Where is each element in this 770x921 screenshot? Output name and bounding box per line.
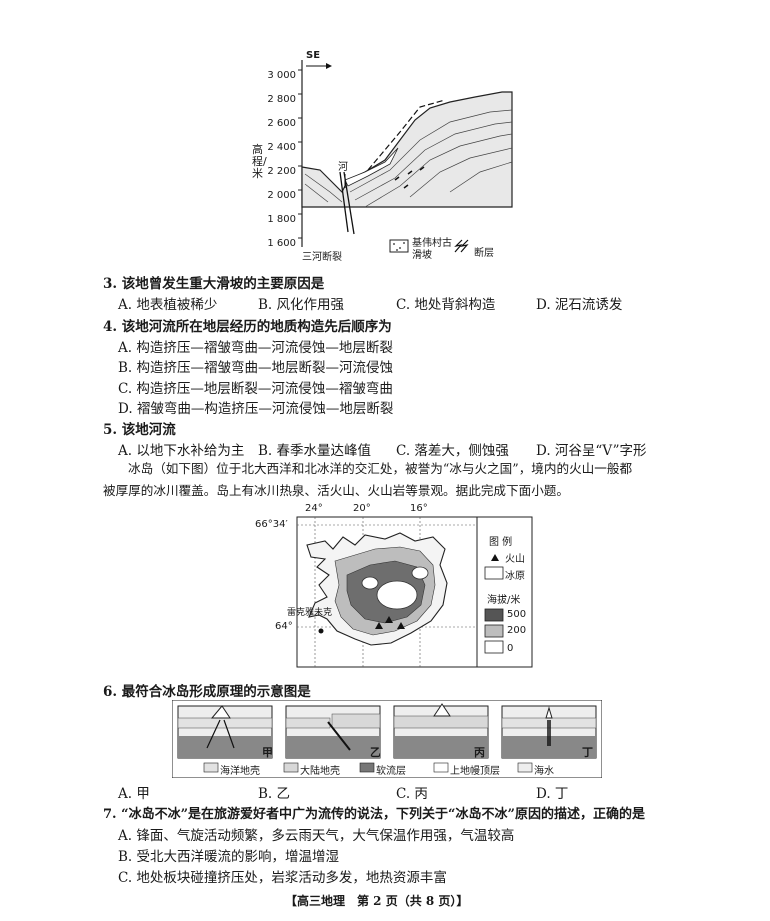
question-6-stem: 6. 最符合冰岛形成原理的示意图是 xyxy=(103,684,311,700)
q5-option-d[interactable]: D. 河谷呈“V”字形 xyxy=(536,443,647,459)
y-tick: 1 800 xyxy=(267,214,296,225)
legend-upper-mantle: 上地幔顶层 xyxy=(450,766,500,777)
legend-ice-label: 冰原 xyxy=(505,571,525,582)
legend-0: 0 xyxy=(507,643,514,654)
y-tick: 1 600 xyxy=(267,238,296,249)
panel-label-jia: 甲 xyxy=(262,746,273,759)
lon-label-20: 20° xyxy=(353,503,371,514)
cross-section-svg xyxy=(298,60,513,253)
q4-option-d[interactable]: D. 褶皱弯曲—构造挤压—河流侵蚀—地层断裂 xyxy=(118,401,394,417)
q3-option-c[interactable]: C. 地处背斜构造 xyxy=(396,297,496,313)
q5-option-a[interactable]: A. 以地下水补给为主 xyxy=(118,443,245,459)
y-tick: 2 800 xyxy=(267,94,296,105)
panel-ding xyxy=(501,705,597,759)
y-axis-label: 高程/米 xyxy=(252,143,267,180)
lon-label-16: 16° xyxy=(410,503,428,514)
q6-option-a[interactable]: A. 甲 xyxy=(118,786,150,802)
legend-landslide-label: 基伟村古滑坡 xyxy=(412,238,452,261)
lat-label-bottom: 64° xyxy=(275,621,293,632)
legend-oceanic-crust: 海洋地壳 xyxy=(220,766,260,777)
q4-option-b[interactable]: B. 构造挤压—褶皱弯曲—地层断裂—河流侵蚀 xyxy=(118,360,394,376)
y-tick: 2 000 xyxy=(267,190,296,201)
q4-option-c[interactable]: C. 构造挤压—地层断裂—河流侵蚀—褶皱弯曲 xyxy=(118,381,393,397)
q4-option-a[interactable]: A. 构造挤压—褶皱弯曲—河流侵蚀—地层断裂 xyxy=(118,340,393,356)
q6-diagrams-svg xyxy=(171,699,603,779)
q5-option-b[interactable]: B. 春季水量达峰值 xyxy=(258,443,372,459)
orientation-label: SE xyxy=(306,50,321,61)
q6-option-c[interactable]: C. 丙 xyxy=(396,786,428,802)
question-7-stem: 7. “冰岛不冰”是在旅游爱好者中广为流传的说法，下列关于“冰岛不冰”原因的描述… xyxy=(103,807,646,822)
y-tick: 2 600 xyxy=(267,118,296,129)
legend-elevation-title: 海拔/米 xyxy=(487,595,521,606)
cross-section-figure: SE 3 000 2 800 2 600 2 400 2 200 2 000 1… xyxy=(250,50,520,270)
panel-label-yi: 乙 xyxy=(370,746,381,759)
panel-label-bing: 丙 xyxy=(474,746,485,759)
question-4-stem: 4. 该地河流所在地层经历的地质构造先后顺序为 xyxy=(103,319,392,335)
map-legend-title: 图 例 xyxy=(489,537,513,548)
panel-yi xyxy=(285,705,381,759)
question-5-stem: 5. 该地河流 xyxy=(103,422,176,438)
q3-option-a[interactable]: A. 地表植被稀少 xyxy=(118,297,218,313)
q6-option-b[interactable]: B. 乙 xyxy=(258,786,291,802)
q5-option-c[interactable]: C. 落差大，侧蚀强 xyxy=(396,443,509,459)
panel-jia xyxy=(177,705,273,759)
river-label: 河 xyxy=(338,162,348,173)
page-footer: 【高三地理 第 2 页（共 8 页）】 xyxy=(285,894,469,908)
y-tick: 3 000 xyxy=(267,70,296,81)
legend-200: 200 xyxy=(507,625,527,636)
passage-line-1: 冰岛（如下图）位于北大西洋和北冰洋的交汇处，被誉为“冰与火之国”，境内的火山一般… xyxy=(128,461,633,476)
legend-continental-crust: 大陆地壳 xyxy=(300,766,340,777)
q7-option-c[interactable]: C. 地处板块碰撞挤压处，岩浆活动多发，地热资源丰富 xyxy=(118,870,447,886)
q7-option-b[interactable]: B. 受北大西洋暖流的影响，增温增湿 xyxy=(118,849,340,865)
legend-volcano-label: 火山 xyxy=(505,554,525,565)
legend-fault-label: 断层 xyxy=(474,248,494,259)
legend-asthenosphere: 软流层 xyxy=(376,766,406,777)
y-tick: 2 200 xyxy=(267,166,296,177)
panel-bing xyxy=(393,703,489,759)
q6-option-d[interactable]: D. 丁 xyxy=(536,786,569,802)
iceland-map-svg xyxy=(296,516,533,668)
elevation-tick-labels: 3 000 2 800 2 600 2 400 2 200 2 000 1 80… xyxy=(250,64,296,256)
lat-label-top: 66°34′ xyxy=(255,519,288,530)
q3-option-b[interactable]: B. 风化作用强 xyxy=(258,297,345,313)
q6-diagrams: 甲 乙 丙 丁 海洋地壳 大陆地壳 软流层 上地幔顶层 海水 xyxy=(171,699,603,779)
iceland-map-figure: 24° 20° 16° 66°34′ 64° 雷克雅未克 图 例 火山 冰原 海… xyxy=(235,503,535,675)
lon-label-24: 24° xyxy=(305,503,323,514)
legend-500: 500 xyxy=(507,609,527,620)
capital-label: 雷克雅未克 xyxy=(287,608,333,618)
q7-option-a[interactable]: A. 锋面、气旋活动频繁，多云雨天气，大气保温作用强，气温较高 xyxy=(118,828,515,844)
legend-seawater: 海水 xyxy=(534,766,554,777)
q3-option-d[interactable]: D. 泥石流诱发 xyxy=(536,297,623,313)
question-3-stem: 3. 该地曾发生重大滑坡的主要原因是 xyxy=(103,276,325,292)
y-tick: 2 400 xyxy=(267,142,296,153)
fault-name-label: 三河断裂 xyxy=(302,252,342,263)
panel-label-ding: 丁 xyxy=(582,746,593,759)
passage-line-2: 被厚厚的冰川覆盖。岛上有冰川热泉、活火山、火山岩等景观。据此完成下面小题。 xyxy=(103,483,569,498)
